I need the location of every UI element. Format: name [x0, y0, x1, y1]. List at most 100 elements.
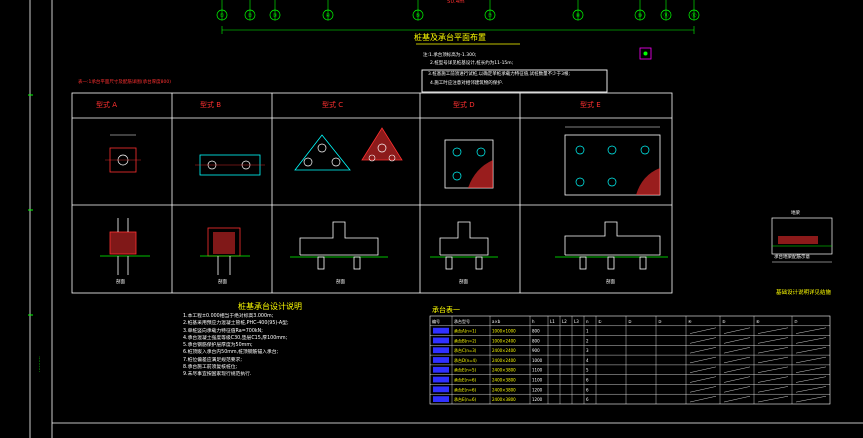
schedule-cell: 承台E(n=6) [454, 377, 477, 383]
plan-title: 桩基及承台平面布置 [414, 33, 486, 42]
plan-note-2: 2.桩型号详见桩基设计,桩长约为11-15m; [430, 61, 514, 66]
section-label-a: 剖面 [116, 280, 125, 285]
beam-detail [771, 217, 833, 263]
schedule-rebar-mark [723, 356, 751, 364]
schedule-cell: 承台A(n=1) [454, 328, 477, 334]
axis-label: ① [220, 13, 225, 19]
plan-note-4: 4.施工时应注意对相邻建筑物的保护. [430, 81, 504, 86]
schedule-cell: 2400×3800 [492, 368, 516, 373]
schedule-cell: 承台C(n=3) [454, 347, 477, 353]
schedule-rebar-mark [723, 327, 751, 334]
design-note-3: 3.单桩竖向承载力特征值Ra=700kN; [183, 328, 263, 334]
schedule-cell: 6 [586, 387, 589, 392]
schedule-row-marker [433, 327, 449, 334]
design-note-8: 8.承台施工前须复核桩位; [183, 365, 238, 371]
schedule-cell: 承台E(n=6) [454, 386, 477, 392]
schedule-header-cell: h [532, 319, 535, 324]
detail-caption: 承台地梁配筋示意 [774, 255, 810, 260]
design-note-9: 9.未尽事宜按国家现行规范执行. [183, 372, 252, 378]
schedule-rebar-mark [723, 366, 751, 373]
schedule-cell: 800 [532, 329, 540, 334]
schedule-header-cell: ⑥ [756, 319, 760, 324]
section-label-d: 剖面 [459, 280, 468, 285]
schedule-rebar-mark [795, 337, 827, 344]
type-e-label: 型式 E [580, 101, 601, 109]
schedule-rebar-mark [757, 356, 789, 364]
schedule-cell: 1000×2400 [492, 338, 516, 343]
schedule-row-marker [433, 337, 449, 344]
schedule-header-cell: 承台型号 [454, 318, 470, 324]
design-notes-title: 桩基承台设计说明 [238, 302, 302, 311]
svg-text:..........: .......... [36, 356, 42, 372]
type-b-label: 型式 B [200, 101, 222, 109]
section-label-b: 剖面 [218, 280, 227, 285]
top-dimension: 50.4m [447, 0, 465, 5]
schedule-header-cell: ① [598, 319, 602, 324]
axis-grid [216, 0, 700, 34]
schedule-rebar-mark [795, 396, 827, 403]
schedule-cell: 2400×3800 [492, 378, 516, 383]
schedule-header-cell: L3 [574, 319, 579, 324]
axis-label: ④ [326, 13, 331, 19]
schedule-title: 承台表一 [432, 306, 460, 314]
schedule-row-marker [433, 366, 449, 373]
design-note-2: 2.桩基采用预应力混凝土管桩,PHC-400(95)-A型; [183, 321, 289, 327]
type-c-label: 型式 C [322, 101, 344, 109]
schedule-row-marker [433, 357, 449, 363]
schedule-row-marker [433, 347, 449, 354]
schedule-cell: 2400×2400 [492, 358, 516, 363]
schedule-rebar-mark [795, 327, 827, 334]
schedule-cell: 2400×3800 [492, 397, 516, 402]
schedule-row-marker [433, 376, 449, 383]
axis-label: ⑫ [691, 12, 696, 19]
section-label-e: 剖面 [606, 280, 615, 285]
design-note-4: 4.承台混凝土强度等级C30,垫层C15,厚100mm; [183, 335, 288, 341]
side-label: 基础设计说明详见结施 [776, 290, 832, 296]
schedule-rebar-mark [795, 356, 827, 364]
schedule-cell: 3 [586, 348, 589, 353]
axis-label: ⑦ [488, 13, 493, 19]
schedule-cell: 900 [532, 348, 540, 353]
schedule-cell: 1100 [532, 378, 543, 383]
section-label-c: 剖面 [336, 280, 345, 285]
schedule-rebar-mark [723, 386, 751, 393]
schedule-rebar-mark [689, 396, 717, 403]
schedule-cell: 1200 [532, 387, 543, 392]
schedule-header-cell: ④ [688, 319, 692, 324]
schedule-cell: 2 [586, 338, 589, 343]
schedule-cell: 1000×1000 [492, 329, 516, 334]
schedule-rebar-mark [689, 337, 717, 344]
pile-plans [105, 126, 661, 196]
schedule-rebar-mark [757, 386, 789, 393]
design-note-5: 5.承台钢筋保护层厚度为50mm; [183, 343, 253, 349]
pile-type-table [71, 92, 673, 294]
schedule-rebar-mark [795, 386, 827, 393]
schedule-rebar-mark [689, 376, 717, 383]
schedule-cell: 1 [586, 329, 589, 334]
schedule-rebar-mark [689, 366, 717, 373]
schedule-rebar-mark [689, 386, 717, 393]
schedule-cell: 承台B(n=2) [454, 337, 477, 343]
design-notes: 1.本工程±0.000相当于绝对标高3.000m; 2.桩基采用预应力混凝土管桩… [183, 313, 289, 379]
schedule-rebar-mark [795, 376, 827, 383]
design-note-7: 7.桩位偏差应满足规范要求; [183, 357, 242, 363]
schedule-grid [429, 315, 831, 405]
plan-note-1: 注:1.承台顶标高为-1.300; [423, 53, 477, 58]
schedule-cell: 4 [586, 358, 589, 363]
axis-label: ② [248, 13, 253, 19]
schedule-cell: 承台D(n=4) [454, 357, 477, 363]
schedule-rebar-mark [795, 347, 827, 354]
schedule-header-cell: ⑤ [722, 319, 726, 324]
schedule-header-cell: L1 [550, 319, 555, 324]
type-d-label: 型式 D [453, 101, 475, 109]
schedule-header-cell: 编号 [432, 318, 440, 324]
detail-label: 地梁 [791, 211, 800, 216]
table-caption: 表一:1承台平面尺寸及配筋详图(承台厚度800) [78, 80, 171, 85]
schedule-rebar-mark [689, 327, 717, 334]
pile-sections [100, 218, 668, 275]
schedule-cell: 6 [586, 397, 589, 402]
schedule-header-cell: ⑦ [794, 319, 798, 324]
schedule-rebar-mark [723, 376, 751, 383]
schedule-cell: 承台E(n=6) [454, 396, 477, 402]
